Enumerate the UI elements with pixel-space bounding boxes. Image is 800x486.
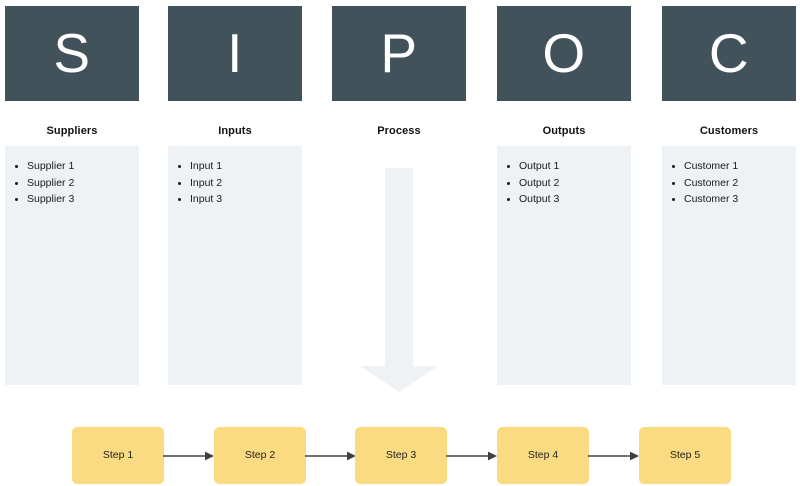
letter-glyph-i: I bbox=[227, 22, 243, 84]
letter-glyph-s: S bbox=[53, 22, 91, 84]
list-item: Input 1 bbox=[190, 158, 298, 175]
process-steps-row: Step 1 Step 2 Step 3 Step 4 Step bbox=[0, 427, 800, 486]
step-label: Step 4 bbox=[527, 449, 559, 462]
list-suppliers: Supplier 1 Supplier 2 Supplier 3 bbox=[5, 158, 139, 208]
column-title-outputs: Outputs bbox=[542, 125, 586, 137]
list-outputs: Output 1 Output 2 Output 3 bbox=[497, 158, 631, 208]
list-item: Output 3 bbox=[519, 191, 627, 208]
step-label: Step 1 bbox=[102, 449, 134, 462]
step-connector-arrow-icon-3 bbox=[446, 451, 497, 461]
step-connector-arrow-icon-2 bbox=[305, 451, 356, 461]
column-title-suppliers: Suppliers bbox=[46, 125, 98, 137]
column-title-inputs: Inputs bbox=[218, 125, 252, 137]
process-step-4[interactable]: Step 4 bbox=[497, 427, 589, 484]
step-label: Step 2 bbox=[244, 449, 276, 462]
step-label: Step 5 bbox=[669, 449, 701, 462]
list-item: Input 3 bbox=[190, 191, 298, 208]
list-item: Output 2 bbox=[519, 175, 627, 192]
letter-box-i[interactable]: I bbox=[168, 6, 302, 101]
step-connector-arrow-icon-4 bbox=[588, 451, 639, 461]
letter-box-s[interactable]: S bbox=[5, 6, 139, 101]
process-step-3[interactable]: Step 3 bbox=[355, 427, 447, 484]
list-panel-suppliers[interactable]: Supplier 1 Supplier 2 Supplier 3 bbox=[5, 146, 139, 385]
list-item: Supplier 3 bbox=[27, 191, 135, 208]
process-step-5[interactable]: Step 5 bbox=[639, 427, 731, 484]
list-panel-inputs[interactable]: Input 1 Input 2 Input 3 bbox=[168, 146, 302, 385]
step-connector-arrow-icon-1 bbox=[163, 451, 214, 461]
letter-box-c[interactable]: C bbox=[662, 6, 796, 101]
column-title-customers: Customers bbox=[699, 125, 759, 137]
letter-glyph-c: C bbox=[708, 22, 750, 84]
list-item: Output 1 bbox=[519, 158, 627, 175]
list-panel-outputs[interactable]: Output 1 Output 2 Output 3 bbox=[497, 146, 631, 385]
letter-box-o[interactable]: O bbox=[497, 6, 631, 101]
list-item: Supplier 2 bbox=[27, 175, 135, 192]
process-step-1[interactable]: Step 1 bbox=[72, 427, 164, 484]
letter-box-p[interactable]: P bbox=[332, 6, 466, 101]
list-customers: Customer 1 Customer 2 Customer 3 bbox=[662, 158, 796, 208]
column-title-process: Process bbox=[377, 125, 421, 137]
list-panel-customers[interactable]: Customer 1 Customer 2 Customer 3 bbox=[662, 146, 796, 385]
letter-glyph-p: P bbox=[380, 22, 418, 84]
list-item: Input 2 bbox=[190, 175, 298, 192]
list-item: Customer 3 bbox=[684, 191, 792, 208]
process-down-arrow-icon bbox=[360, 168, 438, 392]
letter-glyph-o: O bbox=[542, 22, 586, 84]
list-item: Supplier 1 bbox=[27, 158, 135, 175]
list-item: Customer 2 bbox=[684, 175, 792, 192]
list-item: Customer 1 bbox=[684, 158, 792, 175]
list-inputs: Input 1 Input 2 Input 3 bbox=[168, 158, 302, 208]
process-step-2[interactable]: Step 2 bbox=[214, 427, 306, 484]
step-label: Step 3 bbox=[385, 449, 417, 462]
